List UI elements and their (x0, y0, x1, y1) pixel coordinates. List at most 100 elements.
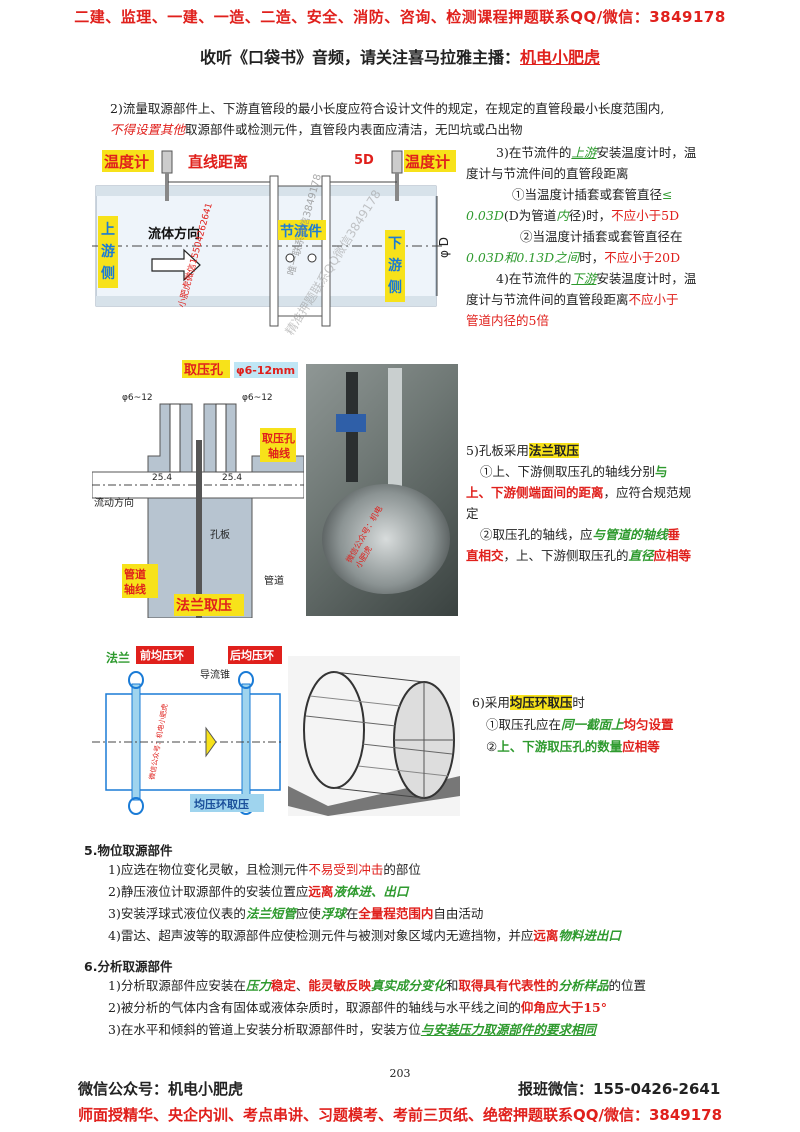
lv-i2b: 远离 (308, 884, 334, 899)
subtitle-brand: 机电小肥虎 (520, 48, 601, 67)
label-thermo-right: 温度计 (405, 153, 450, 171)
s3-l4c: 内 (556, 208, 569, 223)
s6-line3: ②上、下游取压孔的数量应相等 (472, 736, 732, 758)
straight-pipe-diagram: 温度计 直线距离 5D 温度计 上 游 侧 流体方向 节流件 下 游 侧 φ D… (92, 150, 456, 338)
s5-l6b: ，上、下游侧取压孔的 (503, 548, 629, 563)
s5-line1: 5)孔板采用法兰取压 (466, 440, 716, 461)
ring-cage-photo (288, 656, 460, 816)
s5-l5a: ②取压孔的轴线，应 (480, 527, 593, 542)
front-ring-top-icon (128, 671, 144, 689)
an-i1a: 1)分析取源部件应安装在 (108, 978, 246, 993)
label-downstream-1: 下 (388, 236, 402, 252)
label-throttle: 节流件 (280, 223, 322, 240)
s3-line2: 度计与节流件间的直管段距离 (466, 166, 629, 181)
thermometer-left-stem (165, 173, 169, 201)
label-bg-thermo-left (102, 150, 154, 172)
s3-l3b: ≤ (662, 187, 673, 202)
cage-rod-2 (333, 787, 425, 799)
front-ring-bottom-icon (128, 797, 144, 815)
lv-i1b: 不易受到冲击 (308, 862, 384, 877)
an-i1i: 分析样品 (558, 978, 609, 993)
label-front-ring: 前均压环 (140, 648, 184, 662)
section3-text: 3)在节流件的上游安装温度计时，温 度计与节流件间的直管段距离 ①当温度计插套或… (466, 142, 716, 331)
lv-i1a: 1)应选在物位变化灵敏，且检测元件 (108, 862, 309, 877)
s5-l2b: 与 (655, 464, 668, 479)
level-item-4: 4)雷达、超声波等的取源部件应使检测元件与被测对象区域内无遮挡物，并应远离物料进… (84, 925, 724, 947)
label-upstream-2: 游 (101, 243, 115, 260)
footer-wechat-account: 微信公众号：机电小肥虎 (78, 1080, 244, 1098)
s3-line3: ①当温度计插套或套管直径≤ (466, 184, 716, 205)
s3-line5: ②当温度计插套或套管直径在 (520, 229, 683, 244)
s5-l3b: ，应符合规范规 (603, 485, 692, 500)
pipe-wall-top (96, 186, 436, 196)
section5-text: 5)孔板采用法兰取压 ①上、下游侧取压孔的轴线分别与 上、下游侧端面间的距离，应… (466, 440, 716, 566)
an-i2a: 2)被分析的气体内含有固体或液体杂质时，取源部件的轴线与水平线之间的 (108, 1000, 521, 1015)
dim-right: 25.4 (222, 473, 242, 483)
lv-i2c: 液体进、出口 (333, 884, 409, 899)
flow-arrow-icon (151, 248, 201, 282)
s3-line7: 4)在节流件的下游安装温度计时，温 (466, 268, 716, 289)
lv-i3d: 浮球 (320, 906, 346, 921)
lv-i3g: 自由活动 (433, 906, 484, 921)
s3-l4a: 0.03D (466, 208, 504, 223)
tap-hole-1 (285, 253, 295, 263)
pipe-wall-bottom (96, 296, 436, 306)
label-tap-axis-1: 取压孔 (262, 431, 295, 445)
ring-pressure-diagram: 法兰 前均压环 后均压环 导流锥 微信公众号：机电小肥虎 均压环取压 (92, 646, 284, 815)
level-item-2: 2)静压液位计取源部件的安装位置应远离液体进、出口 (84, 881, 724, 903)
label-flange-tap: 法兰取压 (176, 597, 232, 614)
cage-rod-4 (361, 743, 453, 755)
s3-line8: 度计与节流件间的直管段距离不应小于 (466, 289, 716, 310)
flange-left (269, 175, 279, 327)
audio-subtitle: 收听《口袋书》音频，请关注喜马拉雅主播：机电小肥虎 (0, 44, 800, 68)
s5-line4: 定 (466, 506, 479, 521)
s5-l1b: 法兰取压 (528, 443, 579, 458)
label-bg-upstream (98, 216, 118, 288)
label-bg-ring-tap (190, 794, 264, 812)
s5-l5c: 垂 (667, 527, 681, 542)
label-bg-thermo-right (404, 150, 456, 172)
s5-l6a: 直相交 (466, 548, 504, 563)
orifice-plate (196, 440, 202, 618)
s5-l2a: ①上、下游侧取压孔的轴线分别 (480, 464, 656, 479)
label-bg-phi (234, 362, 298, 378)
s6-l1a: 6)采用 (472, 695, 510, 710)
section2-rest: 取源部件或检测元件，直管段内表面应清洁，无凹坑或凸出物 (185, 122, 523, 137)
s5-l6d: 应相等 (653, 548, 692, 563)
s3-l6c: 不应小于20D (604, 250, 681, 265)
cage-rod-5 (309, 695, 401, 707)
s6-l3c: 应相等 (622, 739, 660, 754)
level-title: 5.物位取源部件 (84, 843, 173, 858)
cage-rod-1 (333, 671, 425, 683)
label-bg-tap (182, 360, 230, 378)
lv-i3b: 法兰短管 (245, 906, 296, 921)
label-bg-downstream (385, 230, 405, 302)
photo-flange-disk (322, 484, 450, 594)
label-diameter: φ D (437, 237, 451, 258)
label-upstream-3: 侧 (101, 265, 115, 282)
label-guide-cone: 导流锥 (200, 668, 230, 681)
s3-l6a: 0.03D和0.13D之间 (466, 250, 580, 265)
dim-left: 25.4 (152, 473, 172, 483)
label-straight-distance: 直线距离 (188, 153, 248, 171)
analysis-title: 6.分析取源部件 (84, 959, 173, 974)
label-flow-direction: 流体方向 (148, 226, 200, 242)
tap-channel-left (169, 403, 181, 473)
label-back-ring: 后均压环 (230, 648, 274, 662)
label-orifice-plate: 孔板 (210, 528, 230, 541)
s6-l2a: ①取压孔应在 (486, 717, 562, 732)
label-bg-front-ring (136, 646, 194, 664)
s3-l4b: (D为管道 (503, 208, 557, 223)
s3-l4d: 径)时， (568, 208, 612, 223)
section2-text: 2)流量取源部件上、下游直管段的最小长度应符合设计文件的规定，在规定的直管段最小… (110, 98, 730, 140)
footer-enroll-wechat: 报班微信：155-0426-2641 (518, 1080, 721, 1098)
s6-l3b: 上、下游取压孔的数量 (497, 739, 623, 754)
an-i3a: 3)在水平和倾斜的管道上安装分析取源部件时，安装方位 (108, 1022, 421, 1037)
s3-l1b: 上游 (571, 145, 597, 160)
label-tap-axis-2: 轴线 (268, 446, 290, 460)
lv-i3f: 全量程范围内 (358, 906, 434, 921)
label-ring-tap: 均压环取压 (194, 797, 249, 811)
section2-line1: 2)流量取源部件上、下游直管段的最小长度应符合设计文件的规定，在规定的直管段最小… (110, 101, 665, 116)
an-i1c: 稳定 (270, 978, 296, 993)
lv-i4a: 4)雷达、超声波等的取源部件应使检测元件与被测对象区域内无遮挡物，并应 (108, 928, 534, 943)
